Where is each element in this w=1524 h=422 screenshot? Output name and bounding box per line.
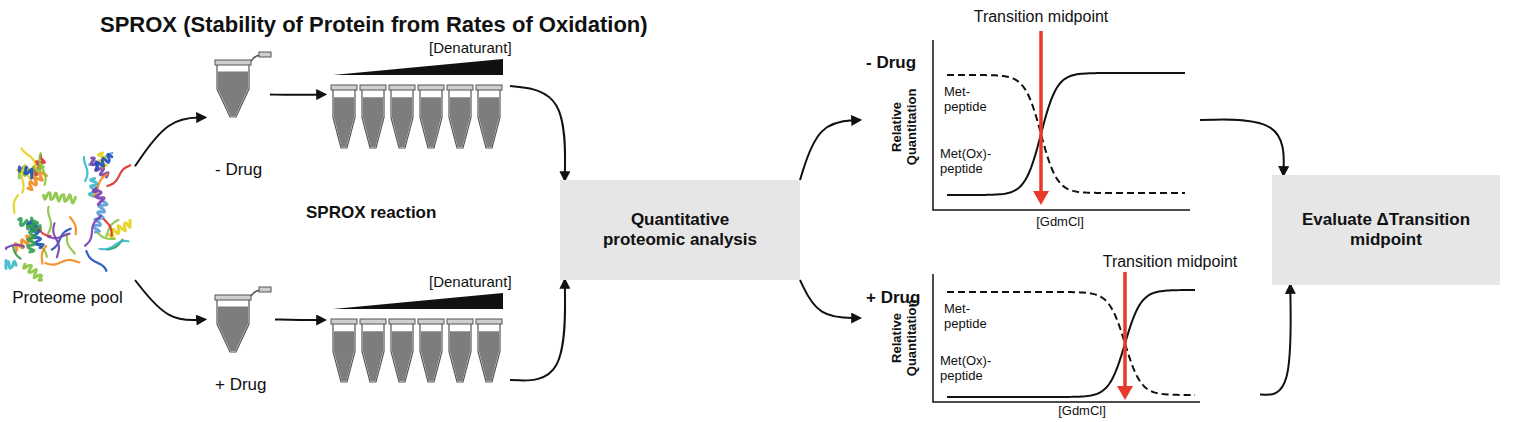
- tube-symbol: [331, 85, 357, 148]
- proteome-node: Proteome pool: [0, 140, 135, 315]
- tube-symbol: [215, 287, 271, 352]
- tube-node: + Drug: [205, 285, 275, 400]
- flow-arrow: [1260, 285, 1291, 395]
- gradient-wedge: [333, 59, 503, 75]
- node-label: Met- peptide: [944, 85, 1002, 115]
- met-curve: [947, 75, 1185, 193]
- chart-axes: [933, 40, 1190, 210]
- flow-arrow: [510, 86, 565, 180]
- diagram-title: SPROX (Stability of Protein from Rates o…: [100, 12, 648, 38]
- tube-symbol: [389, 85, 415, 148]
- node-label: Proteome pool: [0, 288, 135, 308]
- node-label: [GdmCl]: [1058, 404, 1106, 419]
- tube-symbol: [215, 52, 271, 117]
- tube-symbol: [447, 85, 473, 148]
- box-label: Evaluate ΔTransition midpoint: [1294, 210, 1479, 249]
- node-label: Transition midpoint: [974, 8, 1109, 26]
- tube-symbol: [331, 319, 357, 382]
- flow-arrow: [800, 280, 860, 318]
- metox-curve: [947, 290, 1195, 397]
- node-label: [GdmCl]: [1036, 215, 1084, 230]
- node-label: Transition midpoint: [1103, 253, 1238, 271]
- box-label: Quantitative proteomic analysis: [593, 210, 768, 249]
- tube-row-node: [Denaturant]: [325, 38, 510, 158]
- flow-arrow: [135, 118, 205, 167]
- tube-symbol: [418, 319, 444, 382]
- process-box: Quantitative proteomic analysis: [560, 180, 800, 280]
- step-label: SPROX reaction: [306, 203, 436, 223]
- midpoint-arrowhead: [1117, 386, 1133, 400]
- flow-arrow: [270, 93, 325, 95]
- node-label: + Drug: [215, 375, 267, 395]
- chart-node: + DrugTransition midpointMet- peptideMet…: [860, 250, 1260, 420]
- node-label: - Drug: [866, 53, 916, 73]
- tube-symbol: [389, 319, 415, 382]
- process-box: Evaluate ΔTransition midpoint: [1272, 175, 1500, 285]
- chart-axes: [933, 274, 1200, 402]
- node-label: Met(Ox)- peptide: [940, 354, 1002, 384]
- tube-symbol: [476, 319, 502, 382]
- node-label: Relative Quantitation: [890, 288, 920, 388]
- tube-symbol: [418, 85, 444, 148]
- tube-node: - Drug: [205, 50, 270, 185]
- node-label: [Denaturant]: [429, 273, 512, 290]
- tube-symbol: [360, 319, 386, 382]
- node-label: [Denaturant]: [429, 39, 512, 56]
- tube-row-node: [Denaturant]: [325, 272, 510, 392]
- midpoint-arrow: [1039, 31, 1043, 193]
- flow-arrow: [275, 319, 325, 322]
- flow-arrow: [800, 120, 860, 180]
- chart2-illustration: [860, 250, 1260, 420]
- flow-arrow: [510, 280, 565, 380]
- tube-symbol: [360, 85, 386, 148]
- gradient-wedge: [333, 293, 503, 309]
- node-label: Met- peptide: [944, 302, 1002, 332]
- metox-curve: [947, 73, 1185, 195]
- node-label: - Drug: [215, 160, 262, 180]
- node-label: Met(Ox)- peptide: [940, 147, 1002, 177]
- node-label: Relative Quantitation: [890, 77, 920, 177]
- chart-node: - Drug Transition midpointMet- peptideMet…: [860, 5, 1200, 235]
- midpoint-arrowhead: [1033, 191, 1049, 205]
- tube-symbol: [447, 319, 473, 382]
- tube-symbol: [476, 85, 502, 148]
- flow-arrow: [135, 280, 205, 320]
- protein-illustration: [6, 149, 130, 281]
- midpoint-arrow: [1123, 272, 1127, 388]
- flow-arrow: [1200, 120, 1284, 175]
- met-curve: [947, 292, 1195, 395]
